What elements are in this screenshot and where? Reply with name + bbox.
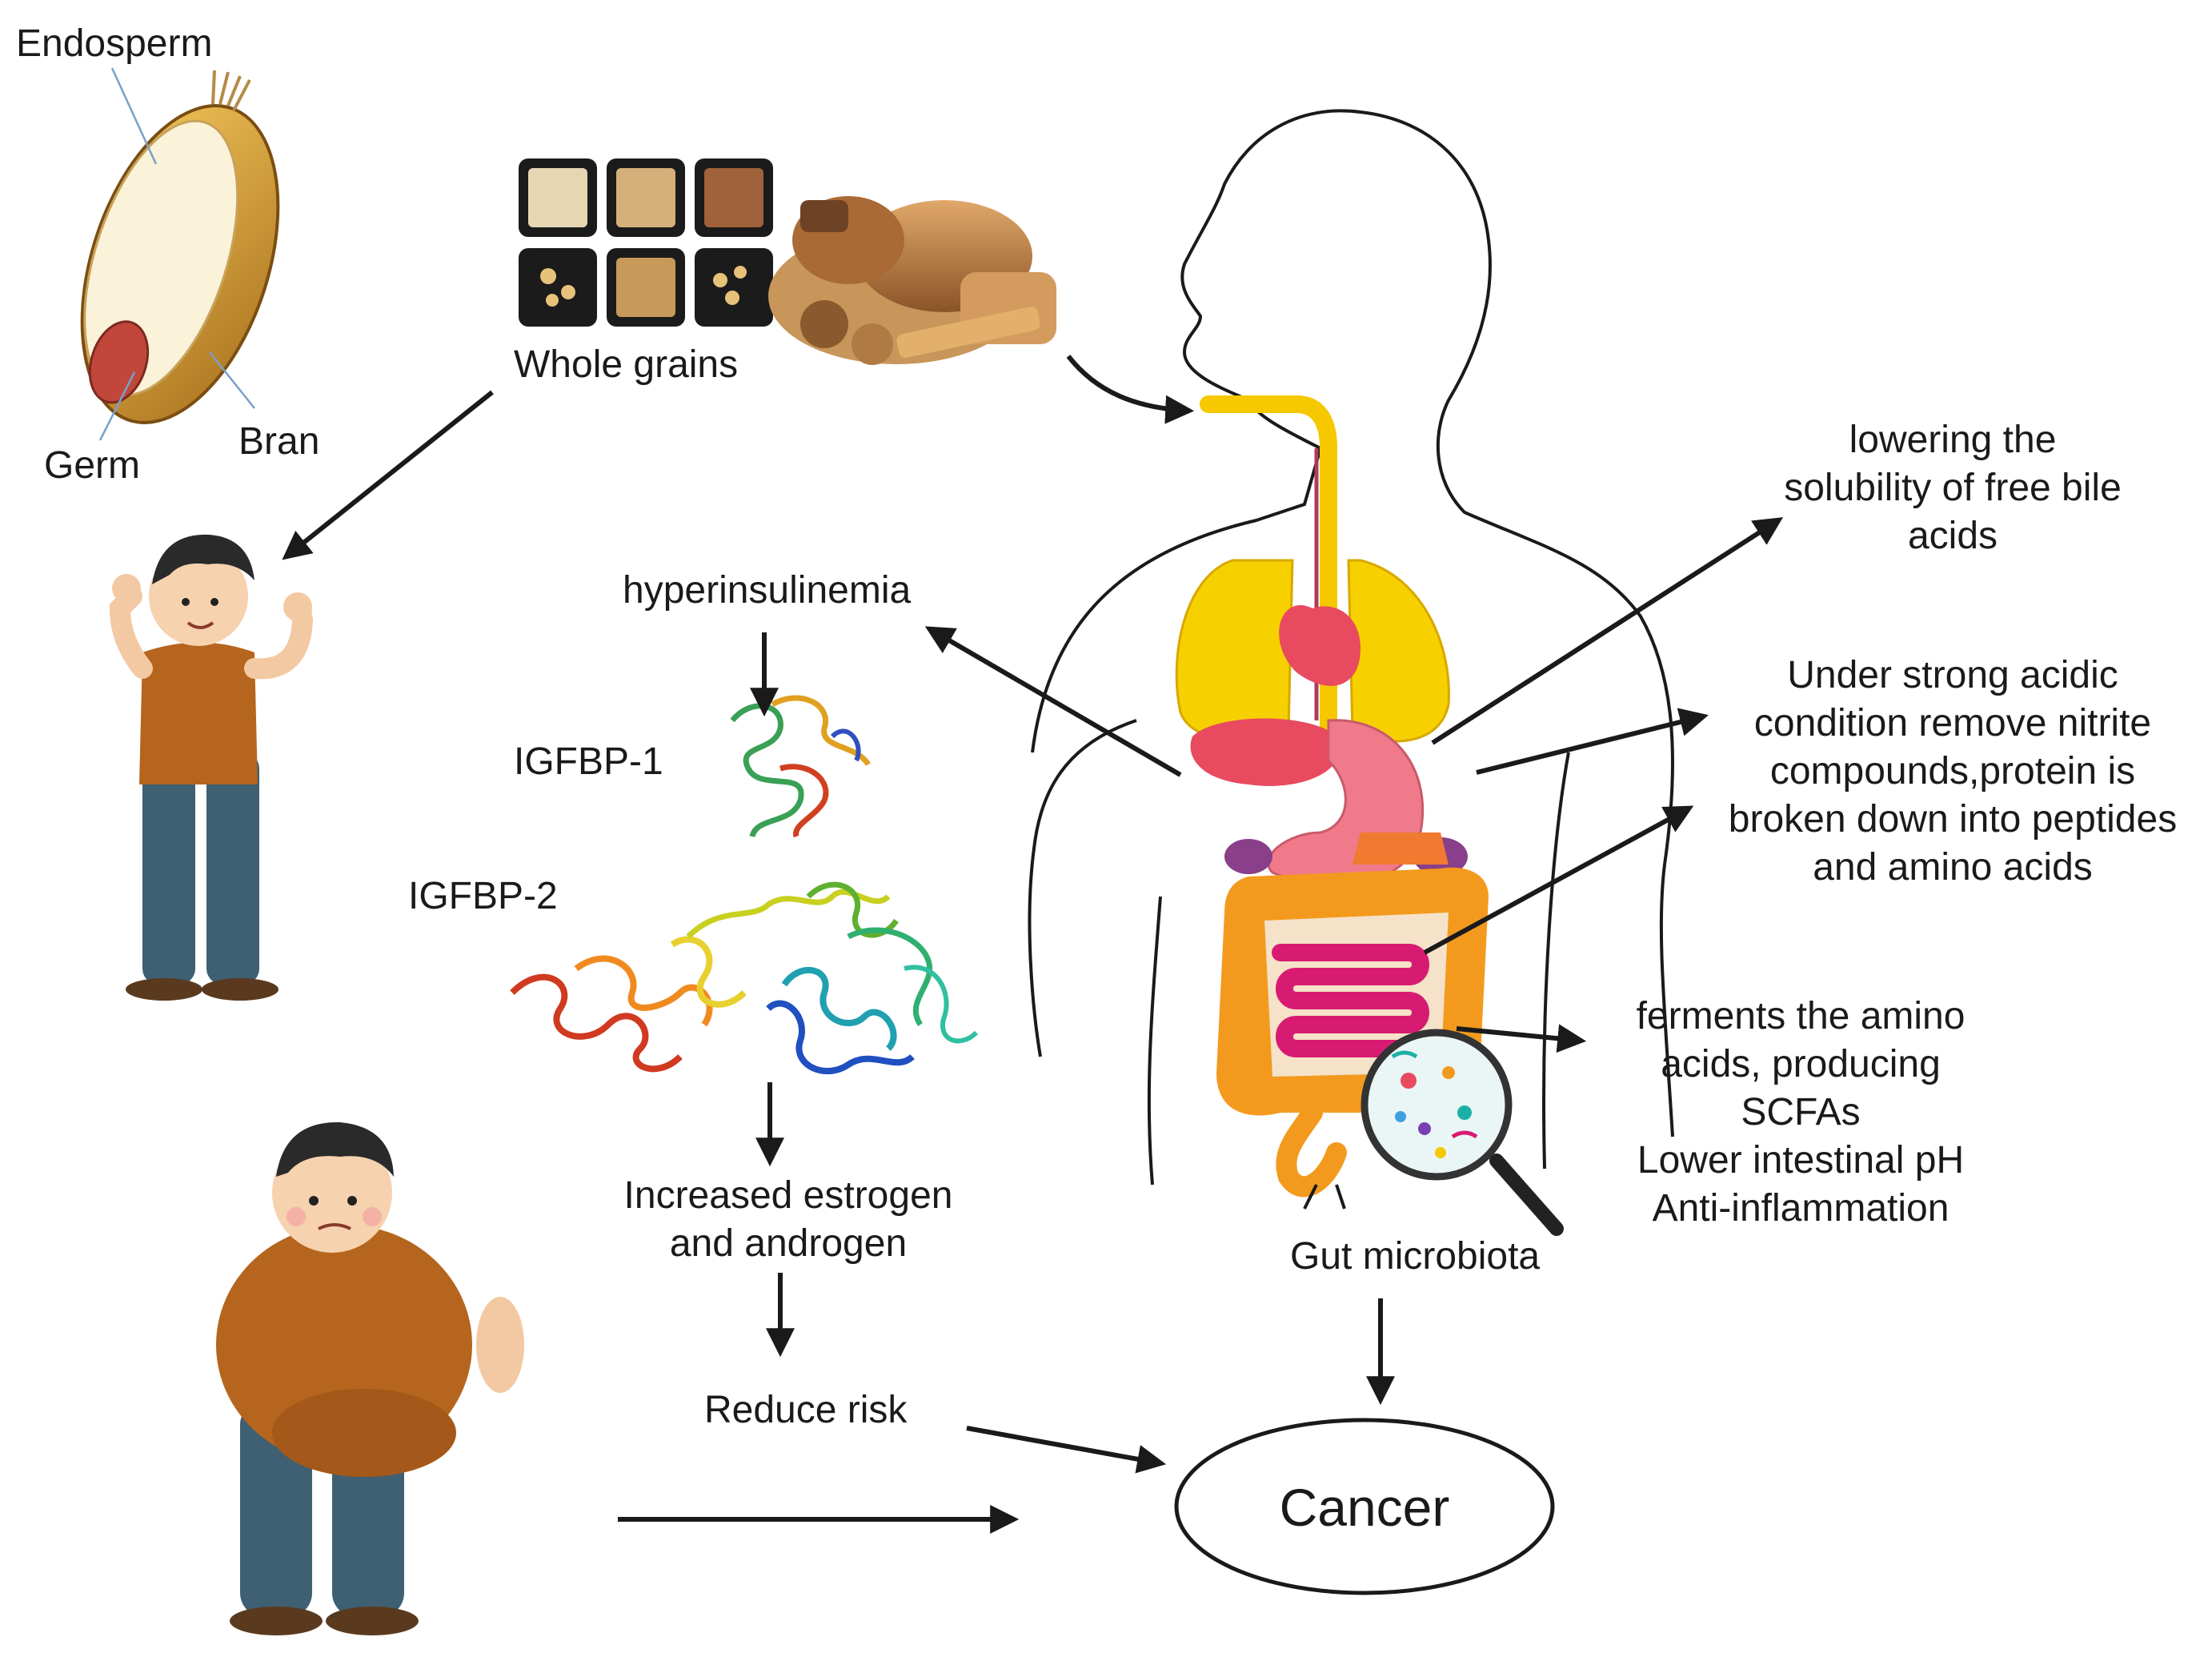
ferment-effect-label: ferments the amino acids, producing SCFA… [1593,993,2009,1233]
ferment-line-3: SCFAs [1741,1091,1861,1133]
fit-person-illustration [109,534,314,1001]
acidic-line-1: Under strong acidic [1787,654,2118,696]
acidic-line-2: condition remove nitrite [1753,702,2152,744]
arrow-stomach-to-acidic [1476,708,1709,775]
acidic-line-5: and amino acids [1813,846,2093,889]
endosperm-label: Endosperm [16,22,213,65]
arrow-stomach-to-bile [1431,517,1784,745]
gut-microbiota-label: Gut microbiota [1290,1235,1541,1278]
obese-person-illustration [216,1121,524,1635]
cancer-label: Cancer [1279,1478,1450,1537]
whole-grains-label: Whole grains [514,343,739,386]
arrow-bread-to-mouth [1066,355,1195,424]
arrow-body-to-hyperinsulinemia [924,626,1182,777]
reduce-risk-label: Reduce risk [704,1389,908,1431]
bran-label: Bran [238,420,320,463]
arrows [282,355,1784,1534]
acidic-line-3: compounds,protein is [1769,750,2136,792]
bile-line-3: acids [1907,515,1998,557]
grain-kernel-illustration [80,67,280,441]
human-body-illustration [1028,109,1674,1210]
grain-bowls-illustration [519,158,773,327]
bread-pile-illustration [768,196,1056,365]
ferment-line-1: ferments the amino [1636,995,1966,1037]
magnifier-microbiota-icon [1360,1029,1564,1236]
bile-line-2: solubility of free bile [1784,467,2122,509]
bile-line-1: lowering the [1849,419,2057,461]
acidic-line-4: broken down into peptides [1728,798,2178,841]
germ-label: Germ [44,444,140,487]
bile-effect-label: lowering the solubility of free bile aci… [1745,416,2161,560]
arrow-intestine-to-acidic [1423,805,1694,955]
ferment-line-5: Anti-inflammation [1652,1187,1950,1230]
ferment-line-2: acids, producing [1661,1043,1941,1085]
igfbp1-label: IGFBP-1 [514,740,663,783]
igfbp1-protein-structure [730,695,871,838]
ferment-line-4: Lower intestinal pH [1637,1139,1965,1182]
arrow-reduce-risk-to-cancer [966,1426,1167,1474]
acidic-effect-label: Under strong acidic condition remove nit… [1697,652,2209,892]
cancer-node [1174,1418,1555,1595]
hormones-line-2: and androgen [669,1222,908,1265]
arrow-colon-to-ferment [1456,1024,1587,1053]
igfbp2-protein-structure [510,881,979,1075]
hormones-label: Increased estrogen and androgen [588,1172,988,1268]
igfbp2-label: IGFBP-2 [408,875,558,917]
hyperinsulinemia-label: hyperinsulinemia [623,569,912,612]
hormones-line-1: Increased estrogen [623,1174,953,1217]
arrow-whole-grains-to-fit-person [282,390,494,560]
